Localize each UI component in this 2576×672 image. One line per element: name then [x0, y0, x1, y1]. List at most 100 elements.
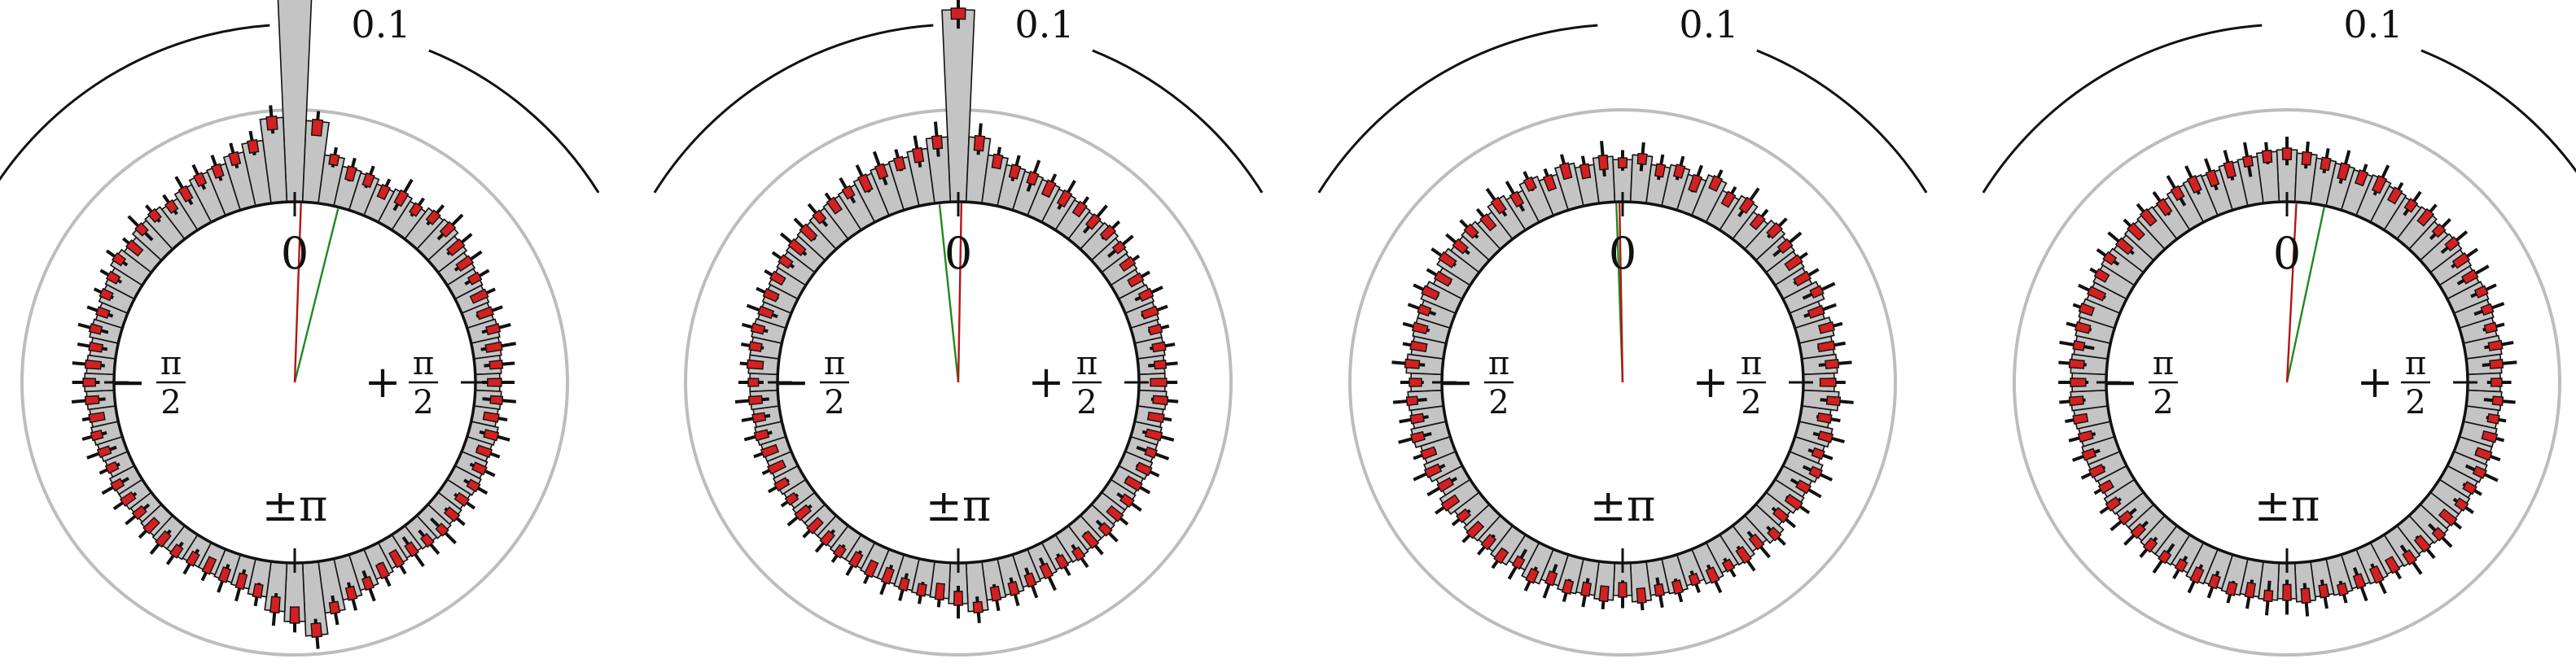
bar-box [1023, 572, 1037, 588]
frac-numerator: π [413, 345, 434, 382]
bar-box [1671, 579, 1684, 595]
bar-box [1440, 494, 1461, 512]
bar-box [2281, 147, 2293, 160]
bar-box [2186, 174, 2202, 194]
bar-box [2416, 207, 2435, 227]
bar-box [96, 445, 112, 459]
frac-numerator: π [160, 345, 182, 382]
bar-box [344, 165, 357, 182]
bar-box [1490, 196, 1507, 215]
bar-box [1404, 358, 1421, 369]
bar-box [841, 185, 856, 200]
bar-box [1408, 377, 1422, 387]
bar-box [2336, 582, 2349, 596]
bar-box [2300, 587, 2311, 604]
scale-arc-left [1982, 24, 2263, 194]
bar-box [1735, 545, 1752, 565]
frac-numerator: π [1741, 345, 1762, 382]
bar-box [1144, 428, 1163, 442]
bar-box [217, 566, 232, 583]
bar-box [2078, 302, 2096, 316]
bar-box [82, 377, 96, 387]
bar-box [2413, 535, 2432, 553]
bar-box [2489, 358, 2504, 369]
bar-box [375, 561, 391, 580]
bar-box [2301, 151, 2312, 166]
tick-label-zero: 0 [2273, 228, 2301, 279]
bar-box [747, 395, 764, 406]
bar-box [99, 287, 114, 302]
tick-label-zero: 0 [281, 228, 309, 279]
bar-box [2472, 465, 2487, 479]
bar-box [1084, 213, 1102, 230]
bar-box [812, 209, 827, 225]
bar-box [2261, 149, 2273, 164]
bar-box [2480, 303, 2495, 316]
bar-box [2127, 222, 2146, 242]
bar-box [769, 270, 786, 286]
bar-box [2263, 589, 2274, 603]
bar-box [1542, 173, 1557, 192]
bar-box [1618, 582, 1628, 598]
scale-arc-right [1092, 49, 1264, 194]
bar-box [1111, 240, 1127, 255]
bar-box [750, 322, 766, 335]
bar-box [2093, 268, 2110, 283]
bar-box [2087, 286, 2107, 302]
bar-box [185, 550, 200, 567]
bar-box [1597, 154, 1609, 171]
bar-box [2483, 321, 2499, 334]
bar-box [361, 172, 375, 189]
bar-box [439, 220, 457, 238]
frac-denominator: 2 [160, 384, 181, 421]
scale-label: 0.1 [2343, 2, 2403, 46]
bar-box [1106, 504, 1124, 522]
bar-box [2486, 413, 2500, 425]
tick-label-minus-half-pi: −π2 [2101, 345, 2178, 421]
bar-box [435, 522, 449, 537]
bar-box [2320, 156, 2332, 172]
tick-label-plus-half-pi: +π2 [1692, 345, 1766, 421]
bar-box [848, 551, 864, 569]
tick-label-plus-half-pi: +π2 [2356, 345, 2430, 421]
bar-box [751, 412, 767, 424]
bar-box [484, 341, 503, 353]
bar-box [482, 411, 500, 423]
bar-box [1654, 163, 1667, 178]
bar-box [1008, 164, 1022, 180]
bar-box [1147, 323, 1163, 336]
bar-box [747, 377, 760, 387]
bar-box [2097, 479, 2114, 495]
bar-box [1433, 270, 1453, 287]
bar-box [1421, 285, 1440, 301]
bar-box [2473, 285, 2489, 299]
bar-box [228, 151, 242, 167]
bar-box [1817, 321, 1835, 334]
bar-box [991, 153, 1004, 170]
bar-box [2114, 237, 2134, 255]
bar-box [874, 163, 889, 181]
bar-box [1784, 254, 1803, 272]
bar-box [1793, 270, 1812, 287]
bar-box [1007, 580, 1020, 596]
bar-box [1465, 520, 1485, 539]
reference-circle [1348, 108, 1897, 657]
bar-box [989, 585, 1002, 602]
bar-box [1688, 572, 1701, 587]
bar-box [111, 251, 127, 267]
bar-box [2118, 510, 2134, 526]
bar-box [2460, 268, 2479, 285]
bar-box [361, 575, 375, 591]
bar-box [1561, 578, 1575, 595]
bar-box [2130, 522, 2147, 539]
bar-box [2352, 573, 2367, 590]
bar-box [2105, 496, 2122, 512]
frac-denominator: 2 [1076, 384, 1097, 421]
bar-box [1405, 395, 1419, 407]
bar-box [1039, 562, 1054, 580]
bar-box [972, 600, 984, 614]
bar-box [155, 530, 172, 548]
bar-box [2337, 162, 2350, 181]
bar-box [419, 532, 435, 548]
bar-box [2070, 377, 2087, 387]
